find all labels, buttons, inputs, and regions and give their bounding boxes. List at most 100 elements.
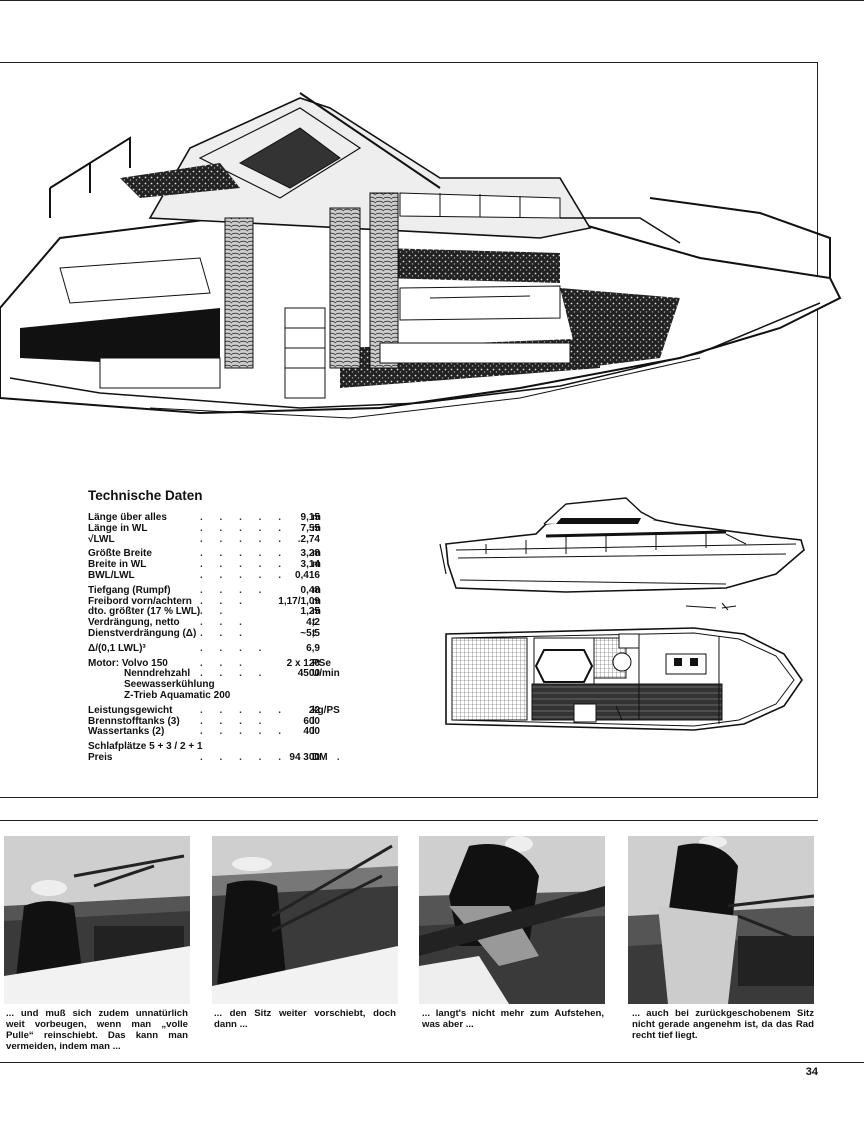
technical-data-table: Technische Daten Länge über alles . . . .… xyxy=(88,488,418,764)
spec-unit: m xyxy=(312,548,321,560)
spec-value: 1,17/1,09 xyxy=(278,595,320,607)
spec-row: Z-Trieb Aquamatic 200 xyxy=(88,689,418,702)
content-frame xyxy=(0,62,818,798)
spec-label: Δ/(0,1 LWL)³ xyxy=(88,642,146,654)
spec-leader-dots: . . xyxy=(200,606,230,618)
spec-leader-dots: . . . xyxy=(200,657,249,669)
photo-helmsman-2 xyxy=(212,836,398,1004)
side-profile-drawing xyxy=(439,497,805,611)
spec-leader-dots: . . . . . xyxy=(200,512,289,523)
spec-leader-dots: . . . xyxy=(200,595,249,607)
spec-leader-dots: . . . . xyxy=(200,642,269,654)
photo-helmsman-3 xyxy=(419,836,605,1004)
spec-leader-dots: . . . . . xyxy=(200,704,289,716)
spec-label: Breite in WL xyxy=(88,559,147,571)
spec-label: Leistungsgewicht xyxy=(88,704,173,716)
cutaway-boat-drawing xyxy=(0,92,842,419)
spec-unit: m xyxy=(312,584,321,596)
spec-value: 3,28 xyxy=(300,548,320,560)
spec-label: dto. größter (17 % LWL) xyxy=(88,606,201,618)
spec-value: 1,25 xyxy=(300,606,320,618)
spec-leader-dots: . . . xyxy=(200,617,249,629)
spec-label: Verdrängung, netto xyxy=(88,617,180,629)
spec-leader-dots: . . . xyxy=(200,627,249,639)
spec-label: Tiefgang (Rumpf) xyxy=(88,584,171,596)
spec-leader-dots: . . . . . xyxy=(200,569,289,581)
spec-label: Größte Breite xyxy=(88,548,152,560)
page-number: 34 xyxy=(805,1066,818,1078)
spec-label: BWL/LWL xyxy=(88,569,135,581)
photo-helmsman-4 xyxy=(628,836,814,1004)
spec-unit: DM xyxy=(312,751,328,763)
spec-label: √LWL xyxy=(88,533,115,545)
spec-label: Z-Trieb Aquamatic 200 xyxy=(124,689,231,701)
spec-leader-dots: . . . . . xyxy=(200,548,289,560)
spec-label: Brennstofftanks (3) xyxy=(88,715,180,727)
spec-label: Länge in WL xyxy=(88,522,148,534)
spec-row: BWL/LWL . . . . . 0,416 xyxy=(88,569,418,582)
spec-unit: l xyxy=(312,715,315,727)
spec-value: 4,2 xyxy=(306,617,320,629)
specs-heading: Technische Daten xyxy=(88,488,203,503)
spec-row: √LWL . . . . . .2,74 xyxy=(88,533,418,546)
divider-rule xyxy=(0,820,818,821)
spec-unit: m xyxy=(312,606,321,618)
spec-value: 22 xyxy=(308,704,320,716)
spec-unit: PSe xyxy=(312,657,331,669)
spec-value: 2 x 120 xyxy=(286,657,320,669)
caption-3: ... langt's nicht mehr zum Aufstehen, wa… xyxy=(422,1008,604,1030)
spec-value: 0,48 xyxy=(300,584,320,596)
spec-label: Seewasserkühlung xyxy=(124,679,215,691)
spec-leader-dots: . . . . xyxy=(200,584,269,596)
spec-value: 600 xyxy=(303,715,320,727)
caption-2: ... den Sitz weiter vorschiebt, doch dan… xyxy=(214,1008,396,1030)
spec-label: Motor: Volvo 150 xyxy=(88,657,168,669)
spec-value: 6,9 xyxy=(306,642,320,654)
caption-4: ... auch bei zurückgeschobenem Sitz nich… xyxy=(632,1008,814,1041)
top-rule xyxy=(0,0,864,1)
spec-row: Δ/(0,1 LWL)³ . . . . 6,9 xyxy=(88,642,418,655)
spec-leader-dots: . . . . . . xyxy=(200,533,308,545)
spec-unit: l xyxy=(312,726,315,738)
deck-plan-drawing xyxy=(445,627,803,731)
spec-leader-dots: . . . . . xyxy=(200,522,289,534)
spec-leader-dots: . . . . . xyxy=(200,559,289,571)
spec-label: Schlafplätze 5 + 3 / 2 + 1 xyxy=(88,741,203,753)
spec-unit: m xyxy=(312,512,321,523)
spec-unit: t xyxy=(312,617,316,629)
spec-row: Schlafplätze 5 + 3 / 2 + 1 xyxy=(88,741,418,753)
spec-label: Freibord vorn/achtern xyxy=(88,595,192,607)
spec-value: 0,416 xyxy=(294,569,320,581)
spec-row: Seewasserkühlung xyxy=(88,679,418,691)
spec-value: 4500 xyxy=(297,668,320,680)
photo-helmsman-1 xyxy=(4,836,190,1004)
spec-unit: kg/PS xyxy=(312,704,340,716)
spec-value: 3,14 xyxy=(300,559,320,571)
spec-leader-dots: . . . . xyxy=(200,715,269,727)
spec-value: 400 xyxy=(303,726,320,738)
spec-unit: m xyxy=(312,522,321,534)
spec-unit: U/min xyxy=(312,668,340,680)
spec-unit: t xyxy=(312,627,316,639)
spec-value: 2,74 xyxy=(300,533,320,545)
spec-value: 9,15 xyxy=(300,512,320,523)
spec-label: Länge über alles xyxy=(88,512,167,523)
spec-label: Preis xyxy=(88,751,113,763)
spec-value: 94 300 xyxy=(289,751,320,763)
spec-leader-dots: . . . . . . . . xyxy=(200,751,347,763)
footer-rule xyxy=(0,1062,864,1063)
